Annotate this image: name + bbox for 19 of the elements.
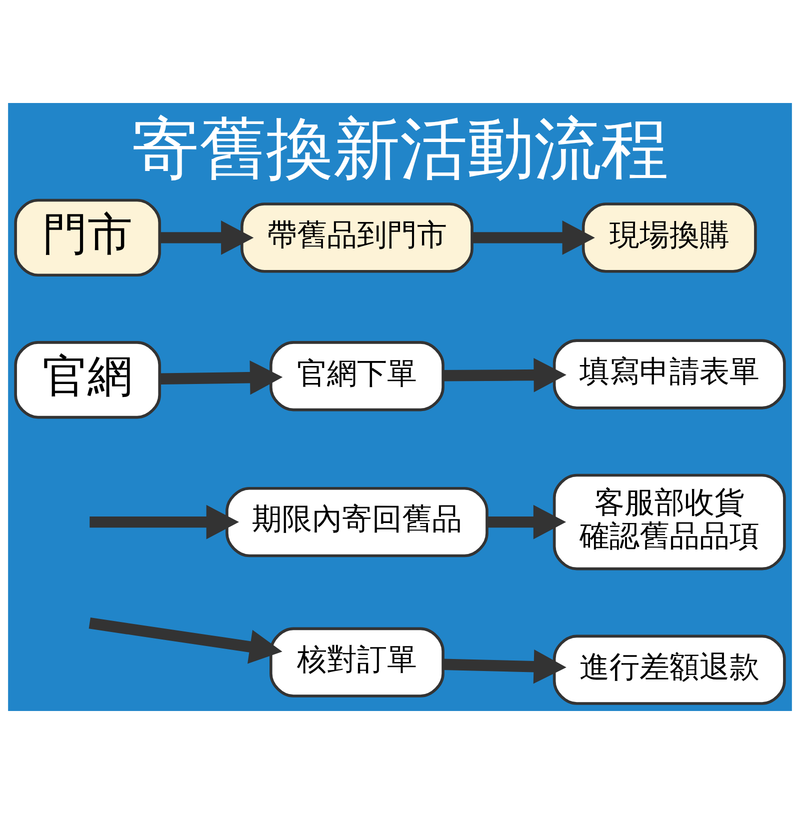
node-box: 期限內寄回舊品 (226, 486, 488, 557)
arrow (160, 360, 283, 394)
node-box: 客服部收貨確認舊品品項 (552, 473, 786, 570)
arrow (443, 648, 566, 684)
arrow (472, 220, 595, 254)
arrow (487, 504, 566, 539)
node-box: 進行差額退款 (552, 634, 786, 704)
arrow (88, 617, 282, 664)
arrow (443, 357, 566, 392)
diagram-title: 寄舊換新活動流程 (132, 108, 668, 188)
node-box: 帶舊品到門市 (240, 202, 474, 272)
node-box: 官網下單 (270, 340, 444, 411)
node-box: 填寫申請表單 (552, 338, 786, 409)
node-box: 官網 (14, 340, 161, 418)
node-box: 門市 (14, 198, 161, 276)
arrow (160, 220, 254, 254)
node-box: 現場換購 (582, 202, 757, 272)
arrow (90, 504, 239, 539)
node-box: 核對訂單 (270, 626, 444, 697)
